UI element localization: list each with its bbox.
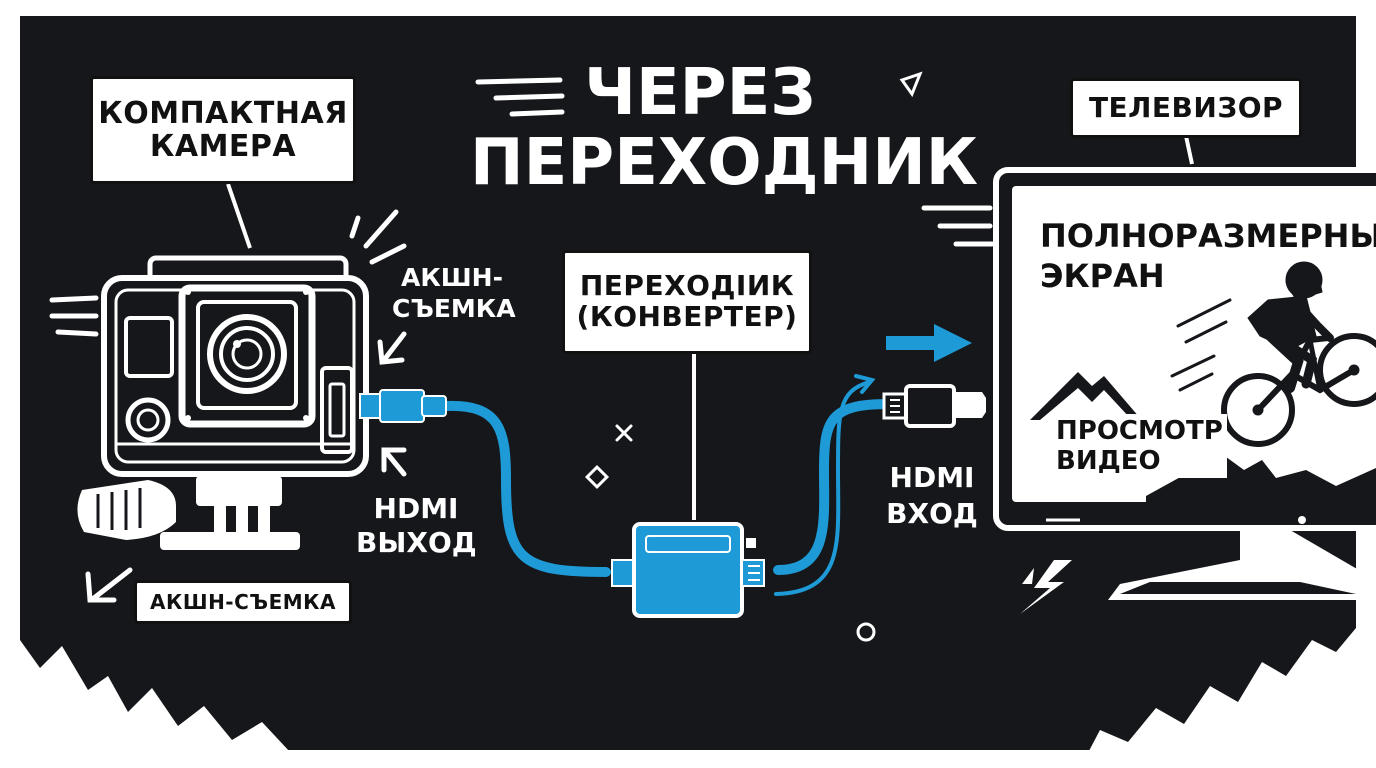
- biker-speed-lines: [1170, 298, 1232, 392]
- action-camera-illustration: [101, 255, 369, 477]
- speed-lines-camera: [49, 295, 99, 337]
- hdmi-output-line-1: HDMI: [373, 492, 459, 525]
- tv-label: ТЕЛЕВИЗОР: [1070, 78, 1302, 138]
- hdmi-input-label: HDMI ВХОД: [872, 460, 992, 532]
- hdmi-output-label: HDMI ВЫХОД: [356, 492, 477, 560]
- side-note-line-2: СЪЕМКА: [392, 294, 516, 323]
- screen-caption-line-1: ПОЛНОРАЗМЕРНЫЙ: [1040, 217, 1376, 255]
- signal-arrow: [886, 324, 972, 362]
- mountain-edge-right: [1080, 610, 1376, 768]
- hdmi-cable-camera: [441, 400, 611, 577]
- speed-lines-title-left: [475, 77, 565, 117]
- x-mark: [615, 424, 633, 442]
- action-shooting-badge: АКШН-СЪЕМКА: [134, 580, 352, 624]
- adapter-label: ПЕРЕХОДIИК (КОНВЕРТЕР): [562, 250, 812, 354]
- speed-lines-tv: [921, 205, 995, 247]
- hdmi-input-line-1: HDMI: [889, 461, 975, 494]
- cable-accent-line: [774, 374, 876, 596]
- hdmi-input-line-2: ВХОД: [886, 497, 978, 530]
- video-caption-line-1: ПРОСМОТР: [1056, 416, 1223, 446]
- camera-label-line-1: КОМПАКТНАЯ: [98, 96, 348, 131]
- lightning-mark-small: [1022, 568, 1034, 584]
- camera-label-pointer: [226, 183, 252, 249]
- camera-label: КОМПАКТНАЯ КАМЕРА: [90, 76, 356, 184]
- port-arrow-bottom: [381, 447, 407, 477]
- camera-label-line-2: КАМЕРА: [149, 129, 297, 164]
- port-arrow-top: [377, 331, 407, 365]
- screen-caption: ПОЛНОРАЗМЕРНЫЙ ЭКРАН: [1040, 216, 1376, 296]
- screen-caption-line-2: ЭКРАН: [1040, 257, 1165, 295]
- mountain-biker-illustration: [1221, 261, 1376, 447]
- mountain-edge-left: [0, 620, 290, 768]
- video-caption: ПРОСМОТР ВИДЕО: [1052, 414, 1227, 478]
- side-note-line-1: АКШН-: [401, 263, 503, 292]
- hdmi-plug-tv: [882, 384, 986, 428]
- hdmi-plug-camera: [359, 389, 447, 423]
- adapter-label-line-2: (КОНВЕРТЕР): [576, 300, 798, 333]
- adapter-label-line-1: ПЕРЕХОДIИК: [579, 269, 795, 303]
- badge-arrow: [85, 567, 133, 603]
- tv-label-pointer: [1184, 135, 1194, 165]
- circle-mark: [856, 622, 876, 642]
- video-caption-line-2: ВИДЕО: [1056, 446, 1161, 476]
- burst-lines: [349, 209, 407, 265]
- title-line-2: ПЕРЕХОДНИК: [470, 126, 979, 200]
- hdmi-cable-tv: [773, 399, 893, 575]
- diagram-title: ЧЕРЕЗ ПЕРЕХОДНИК: [470, 56, 979, 200]
- diamond-mark: [584, 464, 610, 490]
- camera-side-note: АКШН- СЪЕМКА: [392, 262, 516, 324]
- adapter-box-illustration: [611, 522, 765, 618]
- triangle-mark: [899, 71, 923, 98]
- hdmi-output-line-2: ВЫХОД: [356, 526, 477, 559]
- lightning-mark: [1020, 560, 1072, 614]
- title-line-1: ЧЕРЕЗ: [584, 56, 816, 130]
